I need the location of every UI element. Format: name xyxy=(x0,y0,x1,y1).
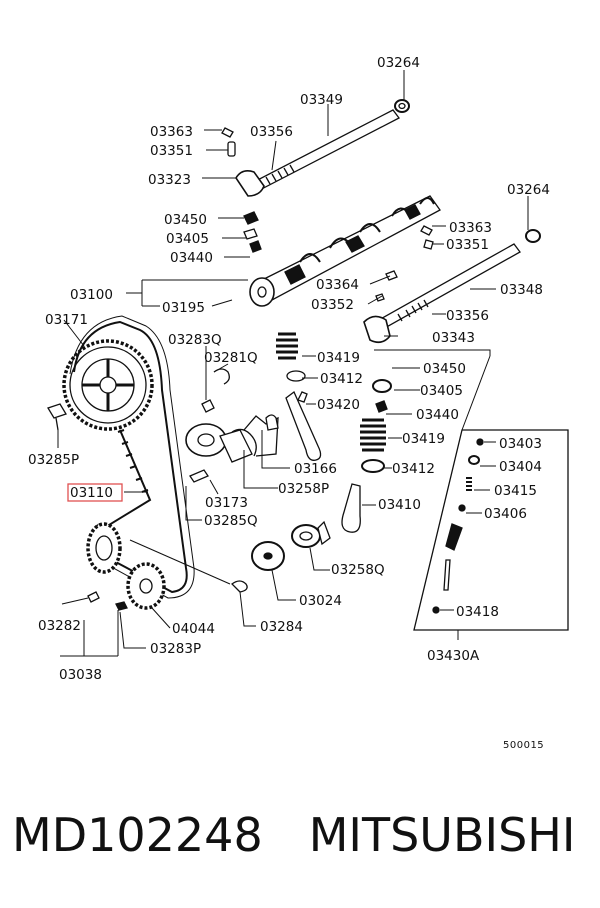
label-03258q[interactable]: 03258Q xyxy=(331,562,385,578)
pin-03351-upper xyxy=(227,141,236,157)
label-03418[interactable]: 03418 xyxy=(456,604,499,620)
label-03285p[interactable]: 03285P xyxy=(28,452,79,468)
label-03410[interactable]: 03410 xyxy=(378,497,421,513)
label-03352[interactable]: 03352 xyxy=(311,297,354,313)
highlight-box xyxy=(67,483,123,502)
brand-name: MITSUBISHI xyxy=(308,808,576,862)
label-03283q[interactable]: 03283Q xyxy=(168,332,222,348)
label-03038[interactable]: 03038 xyxy=(59,667,102,683)
cam-followers-03450 xyxy=(243,211,262,253)
label-03264-right[interactable]: 03264 xyxy=(507,182,550,198)
label-04044[interactable]: 04044 xyxy=(172,621,215,637)
label-03420[interactable]: 03420 xyxy=(317,397,360,413)
label-03258p[interactable]: 03258P xyxy=(278,481,329,497)
rocker-shaft-lower xyxy=(363,225,541,344)
key-03284 xyxy=(231,580,248,593)
label-03024[interactable]: 03024 xyxy=(299,593,342,609)
cam-sprocket xyxy=(62,339,154,431)
label-03173[interactable]: 03173 xyxy=(205,495,248,511)
label-03363-lower[interactable]: 03363 xyxy=(449,220,492,236)
valve-spring-upper xyxy=(276,332,308,403)
label-03281q[interactable]: 03281Q xyxy=(204,350,258,366)
valve-spring-lower xyxy=(360,379,392,473)
label-03323[interactable]: 03323 xyxy=(148,172,191,188)
label-03430a[interactable]: 03430A xyxy=(427,648,480,664)
label-03283p[interactable]: 03283P xyxy=(150,641,201,657)
label-03195[interactable]: 03195 xyxy=(162,300,205,316)
label-03450-upper[interactable]: 03450 xyxy=(164,212,207,228)
label-03356-lower[interactable]: 03356 xyxy=(446,308,489,324)
crank-sprocket xyxy=(86,522,122,603)
exploded-parts-diagram: 03264 03349 03363 03356 03351 03323 0326… xyxy=(28,55,569,751)
label-03264-top[interactable]: 03264 xyxy=(377,55,420,71)
label-03348[interactable]: 03348 xyxy=(500,282,543,298)
label-03419-upper[interactable]: 03419 xyxy=(317,350,360,366)
label-03404[interactable]: 03404 xyxy=(499,459,542,475)
label-03405-lower[interactable]: 03405 xyxy=(420,383,463,399)
bolt-03285p xyxy=(47,403,67,431)
label-03412-upper[interactable]: 03412 xyxy=(320,371,363,387)
label-03171[interactable]: 03171 xyxy=(45,312,88,328)
part-labels: 03264 03349 03363 03356 03351 03323 0326… xyxy=(28,55,550,751)
label-03356-upper[interactable]: 03356 xyxy=(250,124,293,140)
label-03440-lower[interactable]: 03440 xyxy=(416,407,459,423)
label-03415[interactable]: 03415 xyxy=(494,483,537,499)
label-03100[interactable]: 03100 xyxy=(70,287,113,303)
belt-tensioner xyxy=(185,368,279,483)
label-03351-upper[interactable]: 03351 xyxy=(150,143,193,159)
footer: MD102248 MITSUBISHI xyxy=(12,808,600,872)
diagram-code: 500015 xyxy=(503,740,544,751)
label-03166[interactable]: 03166 xyxy=(294,461,337,477)
label-03285q[interactable]: 03285Q xyxy=(204,513,258,529)
flange-03024 xyxy=(251,541,285,571)
label-03450-lower[interactable]: 03450 xyxy=(423,361,466,377)
label-03364[interactable]: 03364 xyxy=(316,277,359,293)
label-03363-upper[interactable]: 03363 xyxy=(150,124,193,140)
label-03406[interactable]: 03406 xyxy=(484,506,527,522)
lash-adjuster-kit xyxy=(374,349,569,631)
label-03343[interactable]: 03343 xyxy=(432,330,475,346)
bolt-03363-upper xyxy=(221,127,234,138)
part-number: MD102248 xyxy=(12,808,263,862)
label-03405-upper[interactable]: 03405 xyxy=(166,231,209,247)
label-03403[interactable]: 03403 xyxy=(499,436,542,452)
label-03110[interactable]: 03110 xyxy=(70,485,113,501)
camshaft xyxy=(249,195,441,307)
label-03284[interactable]: 03284 xyxy=(260,619,303,635)
label-03349[interactable]: 03349 xyxy=(300,92,343,108)
valve-intake xyxy=(285,390,322,461)
label-03419-lower[interactable]: 03419 xyxy=(402,431,445,447)
label-03412-lower[interactable]: 03412 xyxy=(392,461,435,477)
label-03351-lower[interactable]: 03351 xyxy=(446,237,489,253)
idler-pulley xyxy=(115,562,166,611)
valve-exhaust xyxy=(341,483,361,533)
rocker-shaft-upper xyxy=(235,99,410,197)
label-03282[interactable]: 03282 xyxy=(38,618,81,634)
leader-lines xyxy=(57,70,529,657)
label-03440-upper[interactable]: 03440 xyxy=(170,250,213,266)
oil-seal-03258q xyxy=(291,520,331,548)
